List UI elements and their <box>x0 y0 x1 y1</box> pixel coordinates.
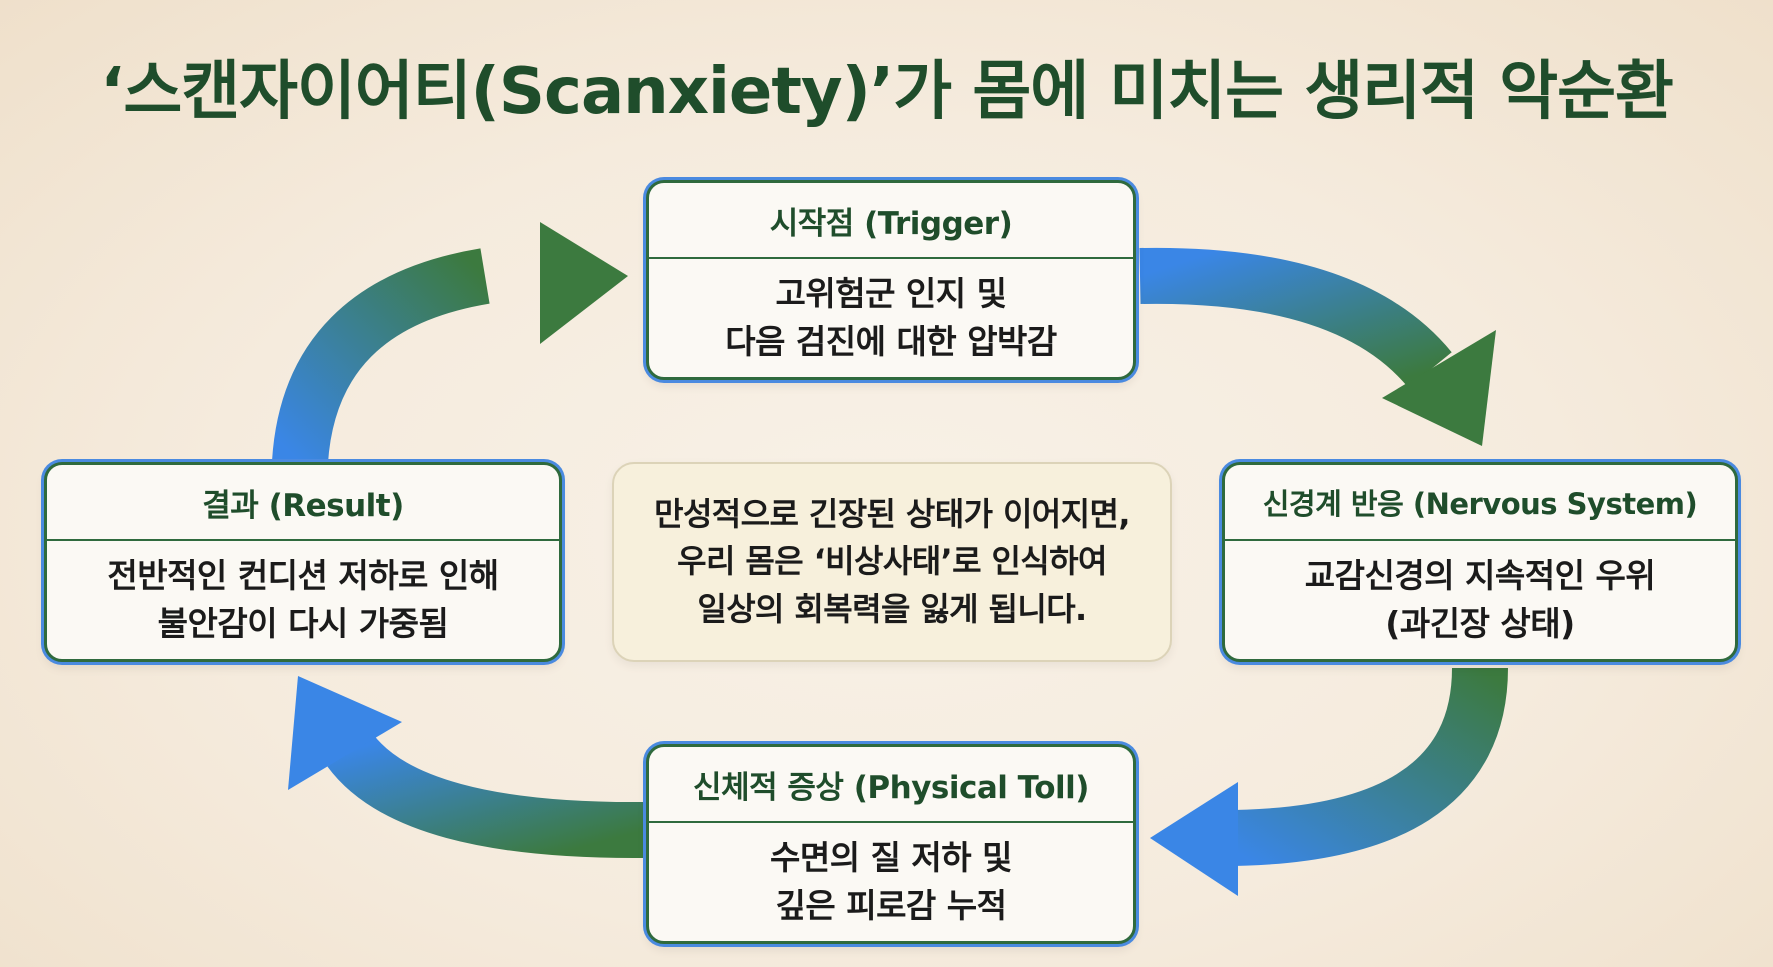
physical-toll-box: 신체적 증상 (Physical Toll) 수면의 질 저하 및 깊은 피로감… <box>646 744 1136 944</box>
nervous-system-box: 신경계 반응 (Nervous System) 교감신경의 지속적인 우위 (과… <box>1222 462 1738 662</box>
center-line-1: 만성적으로 긴장된 상태가 이어지면, <box>654 494 1130 533</box>
arrow-nervous-to-physical <box>1150 667 1508 896</box>
nervous-line-1: 교감신경의 지속적인 우위 <box>1304 556 1656 596</box>
arrow-physical-to-result <box>288 676 646 859</box>
center-line-2: 우리 몸은 ‘비상사태’로 인식하여 <box>677 542 1107 581</box>
result-heading: 결과 (Result) <box>47 465 559 541</box>
trigger-line-2: 다음 검진에 대한 압박감 <box>725 322 1057 361</box>
physical-line-2: 깊은 피로감 누적 <box>775 886 1008 925</box>
trigger-box: 시작점 (Trigger) 고위험군 인지 및 다음 검진에 대한 압박감 <box>646 180 1136 380</box>
physical-body: 수면의 질 저하 및 깊은 피로감 누적 <box>649 823 1133 941</box>
nervous-line-2: (과긴장 상태) <box>1385 604 1575 643</box>
trigger-body: 고위험군 인지 및 다음 검진에 대한 압박감 <box>649 259 1133 377</box>
result-box: 결과 (Result) 전반적인 컨디션 저하로 인해 불안감이 다시 가중됨 <box>44 462 562 662</box>
nervous-body: 교감신경의 지속적인 우위 (과긴장 상태) <box>1225 541 1735 659</box>
result-line-2: 불안감이 다시 가중됨 <box>157 604 449 643</box>
arrow-trigger-to-nervous <box>1139 247 1496 446</box>
physical-line-1: 수면의 질 저하 및 <box>770 838 1013 878</box>
nervous-heading: 신경계 반응 (Nervous System) <box>1225 465 1735 541</box>
center-line-3: 일상의 회복력을 잃게 됩니다. <box>697 589 1087 628</box>
arrow-result-to-trigger <box>272 222 628 465</box>
trigger-heading: 시작점 (Trigger) <box>649 183 1133 259</box>
result-body: 전반적인 컨디션 저하로 인해 불안감이 다시 가중됨 <box>47 541 559 659</box>
trigger-line-1: 고위험군 인지 및 <box>775 274 1008 314</box>
center-note: 만성적으로 긴장된 상태가 이어지면, 우리 몸은 ‘비상사태’로 인식하여 일… <box>612 462 1172 662</box>
physical-heading: 신체적 증상 (Physical Toll) <box>649 747 1133 823</box>
page-title: ‘스캔자이어티(Scanxiety)’가 몸에 미치는 생리적 악순환 <box>100 55 1674 129</box>
result-line-1: 전반적인 컨디션 저하로 인해 <box>107 556 499 596</box>
